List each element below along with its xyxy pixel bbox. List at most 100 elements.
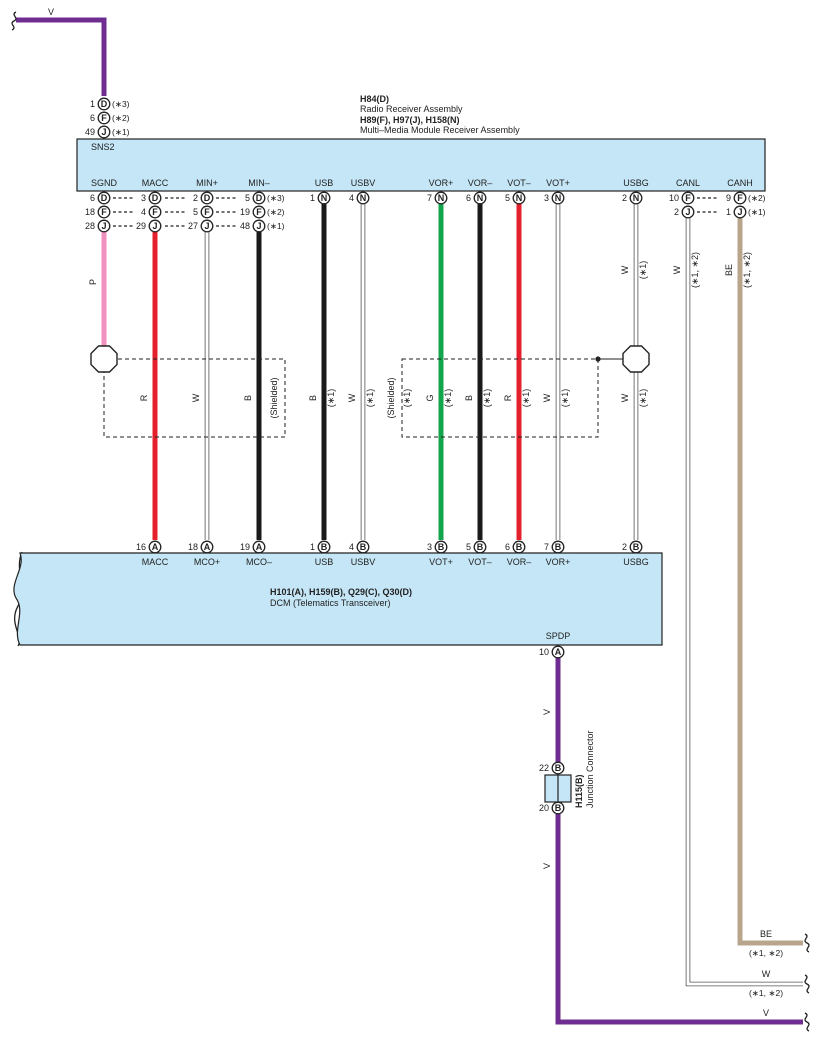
dcm-signals: MACC MCO+ MCO– USB USBV VOT+ VOT– VOR– V… — [142, 557, 649, 567]
wire-label: (∗1) — [638, 261, 648, 280]
wire-spdp-v-lower — [555, 814, 803, 1025]
svg-text:MIN+: MIN+ — [196, 178, 218, 188]
svg-text:1: 1 — [726, 207, 731, 217]
svg-text:(∗2): (∗2) — [267, 207, 285, 217]
shield-box-right — [401, 358, 599, 438]
wire-label: (∗1) — [402, 389, 412, 408]
wire-canl-w — [686, 218, 803, 986]
svg-text:10: 10 — [669, 193, 679, 203]
svg-text:5: 5 — [245, 193, 250, 203]
svg-text:VOT+: VOT+ — [429, 557, 453, 567]
wire-label: P — [88, 279, 98, 285]
wire-label: W — [191, 393, 201, 402]
svg-text:F: F — [685, 193, 691, 203]
svg-text:D: D — [101, 99, 108, 109]
receiver-pin-usbg: 2 N — [622, 191, 643, 205]
svg-text:J: J — [685, 207, 690, 217]
svg-text:F: F — [101, 113, 107, 123]
svg-text:(∗1): (∗1) — [267, 221, 285, 231]
svg-text:(∗1): (∗1) — [748, 207, 766, 217]
wire-label: W — [542, 393, 552, 402]
svg-text:2: 2 — [193, 193, 198, 203]
svg-text:3: 3 — [544, 193, 549, 203]
svg-text:J: J — [101, 221, 106, 231]
svg-text:VOR+: VOR+ — [429, 178, 454, 188]
wire-label: (∗1) — [638, 389, 648, 408]
can-row: 2 J 1 J (∗1) — [674, 205, 766, 219]
wire-label: W — [620, 393, 630, 402]
svg-text:J: J — [101, 127, 106, 137]
receiver-pin-usb: 1 N — [310, 191, 331, 205]
receiver-name2: Multi–Media Module Receiver Assembly — [360, 125, 520, 135]
svg-text:B: B — [321, 542, 328, 552]
svg-text:CANH: CANH — [727, 178, 753, 188]
svg-text:MIN–: MIN– — [248, 178, 270, 188]
svg-text:N: N — [633, 193, 640, 203]
svg-text:N: N — [438, 193, 445, 203]
svg-text:VOT+: VOT+ — [546, 178, 570, 188]
wire-canl-w-outline — [685, 218, 803, 987]
svg-text:MACC: MACC — [142, 178, 169, 188]
svg-text:5: 5 — [193, 207, 198, 217]
wire-label: BE — [724, 264, 734, 276]
svg-text:VOT–: VOT– — [468, 557, 492, 567]
wire-label: (∗1) — [482, 389, 492, 408]
svg-text:D: D — [204, 193, 211, 203]
shield-dot — [595, 356, 601, 362]
svg-text:1: 1 — [310, 542, 315, 552]
dcm-pins: 16 A 18 A 19 A 1 B 4 B 3 B 5 B 6 B 7 B 2… — [136, 540, 643, 554]
spdp-pin: 10 A — [539, 645, 565, 659]
junction-pin-top: 22 B — [539, 761, 565, 775]
junction-box — [544, 774, 572, 803]
wire-label: W — [672, 265, 682, 274]
svg-text:J: J — [152, 221, 157, 231]
svg-text:F: F — [101, 207, 107, 217]
wire-label: W — [762, 969, 771, 979]
connector-row: 18 F 4 F 5 F 19 F (∗2) — [85, 205, 285, 219]
svg-text:B: B — [633, 542, 640, 552]
wire-label: V — [763, 1008, 769, 1018]
svg-text:3: 3 — [427, 542, 432, 552]
svg-text:VOT–: VOT– — [507, 178, 531, 188]
svg-text:A: A — [204, 542, 211, 552]
svg-text:18: 18 — [85, 207, 95, 217]
svg-text:(∗3): (∗3) — [267, 193, 285, 203]
connector-row: 6 D 3 D 2 D 5 D (∗3) — [90, 191, 285, 205]
svg-text:F: F — [737, 193, 743, 203]
svg-text:VOR+: VOR+ — [546, 557, 571, 567]
svg-text:(∗2): (∗2) — [748, 193, 766, 203]
svg-text:6: 6 — [90, 113, 95, 123]
svg-text:1: 1 — [90, 99, 95, 109]
wire-label: B — [243, 395, 253, 401]
wavy-break-icon — [804, 933, 810, 953]
svg-text:7: 7 — [544, 542, 549, 552]
svg-text:VOR–: VOR– — [468, 178, 493, 188]
svg-text:D: D — [152, 193, 159, 203]
svg-text:(∗2): (∗2) — [112, 113, 130, 123]
wire-label: (Shielded) — [269, 377, 279, 418]
svg-text:B: B — [555, 803, 562, 813]
svg-text:USB: USB — [315, 178, 334, 188]
svg-text:MCO+: MCO+ — [194, 557, 220, 567]
svg-text:USBV: USBV — [351, 557, 376, 567]
receiver-box — [76, 138, 766, 192]
octagon-icon — [90, 345, 118, 373]
svg-text:F: F — [204, 207, 210, 217]
svg-text:A: A — [152, 542, 159, 552]
svg-text:3: 3 — [141, 193, 146, 203]
svg-text:19: 19 — [240, 207, 250, 217]
svg-text:A: A — [555, 647, 562, 657]
svg-text:USBG: USBG — [623, 178, 649, 188]
svg-text:USB: USB — [315, 557, 334, 567]
svg-text:2: 2 — [622, 542, 627, 552]
svg-text:7: 7 — [427, 193, 432, 203]
wavy-break-icon — [11, 11, 17, 31]
shield-box-left — [103, 358, 286, 438]
svg-text:16: 16 — [136, 542, 146, 552]
spdp-label: SPDP — [546, 631, 571, 641]
svg-text:B: B — [555, 763, 562, 773]
wire-label: (Shielded) — [386, 377, 396, 418]
svg-text:6: 6 — [90, 193, 95, 203]
wire-v-top — [16, 17, 107, 96]
wire-label: (∗1, ∗2) — [749, 948, 783, 958]
